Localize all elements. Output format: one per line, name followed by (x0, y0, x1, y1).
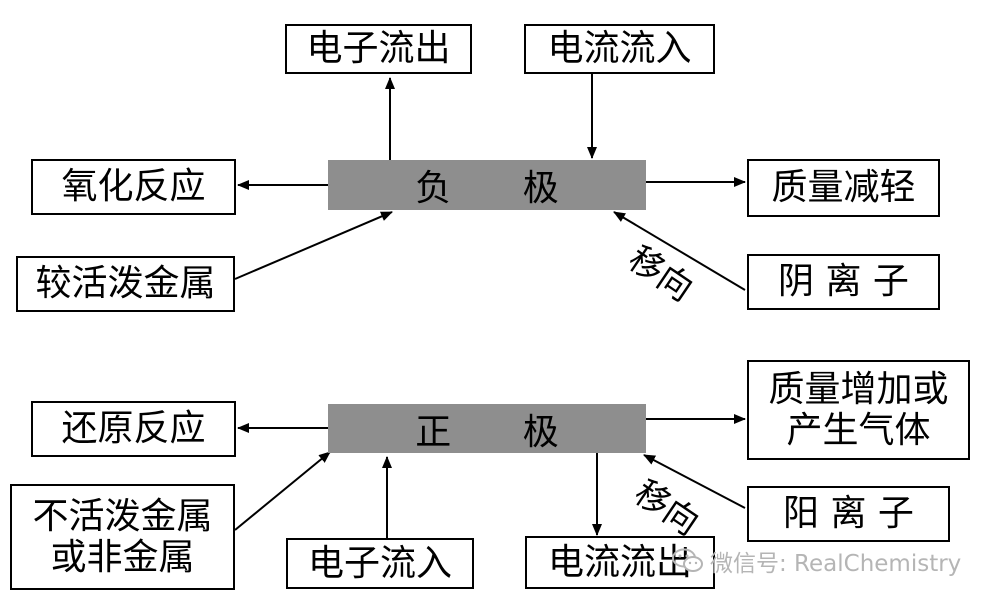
cathode-material-line-2: 或非金属 (50, 537, 195, 578)
cathode-reaction-box: 还原反应 (31, 401, 236, 457)
anode-reaction-box: 氧化反应 (31, 159, 236, 215)
cathode-electron-flow-box: 电子流入 (286, 538, 474, 589)
cathode-current-flow-box: 电流流出 (525, 536, 715, 589)
cathode-material-line-1: 不活泼金属 (32, 495, 213, 537)
cathode-ions-box: 阳 离 子 (747, 486, 950, 542)
cathode-bar: 正 极 (328, 404, 646, 453)
watermark: 微信号: RealChemistry (672, 541, 961, 581)
arrow-anode-material (234, 211, 393, 280)
cathode-mass-change-line-1: 质量增加或 (768, 368, 949, 410)
anode-electron-flow-box: 电子流出 (285, 24, 472, 74)
anode-material-box: 较活泼金属 (16, 256, 235, 312)
arrow-anode-anion (613, 211, 746, 291)
arrow-cathode-material (234, 451, 331, 531)
anode-bar: 负 极 (328, 160, 646, 210)
wechat-icon (672, 548, 703, 572)
anode-ions-box: 阴 离 子 (747, 254, 940, 310)
cathode-material-box: 不活泼金属 或非金属 (10, 484, 235, 590)
cathode-mass-change-box: 质量增加或 产生气体 (747, 360, 970, 460)
cathode-mass-change-line-2: 产生气体 (786, 410, 931, 451)
anode-mass-change-box: 质量减轻 (747, 159, 940, 217)
watermark-text: 微信号: RealChemistry (710, 551, 962, 577)
anode-current-flow-box: 电流流入 (524, 24, 715, 74)
arrow-cathode-cation (643, 454, 746, 509)
